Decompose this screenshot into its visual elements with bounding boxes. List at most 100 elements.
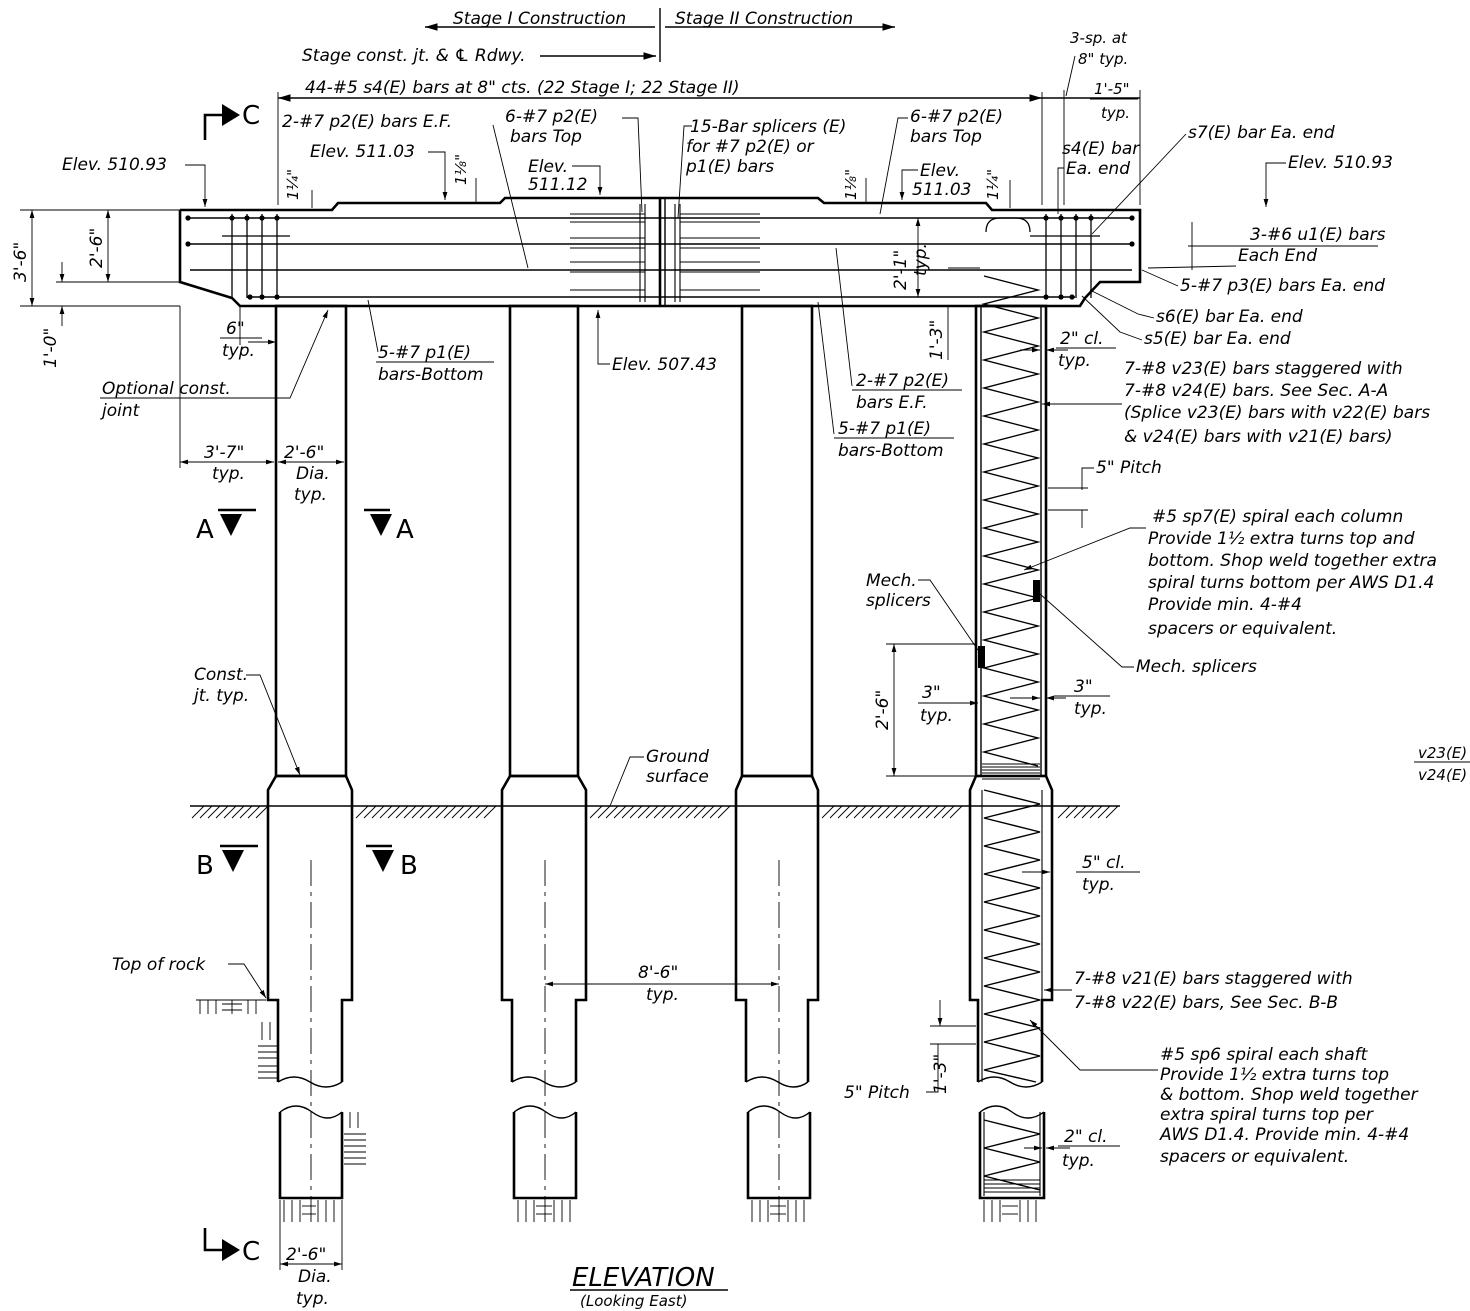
p1-right-2: bars-Bottom <box>838 441 944 461</box>
dim-3-7-typ: typ. <box>212 464 245 484</box>
dim-2-6: 2'-6" <box>87 228 107 268</box>
column-annotations: 3'-7" typ. 2'-6" Dia. typ. Const. jt. ty… <box>179 306 1470 807</box>
p2-ef-right-2: bars E.F. <box>856 393 928 413</box>
sp7-line-2: Provide 1½ extra turns top and <box>1148 529 1415 549</box>
elev-mid-left: Elev. 511.03 <box>310 142 415 162</box>
dim-8-6-typ: typ. <box>646 985 679 1005</box>
elev-mid-right-2: 511.03 <box>912 180 971 200</box>
sp6-line-2: Provide 1½ extra turns top <box>1160 1065 1389 1085</box>
dim-1-5-typ: typ. <box>1101 104 1130 122</box>
cl-5-typ: typ. <box>1082 875 1115 895</box>
const-jt-1: Const. <box>194 665 248 685</box>
sp7-line-4: spiral turns bottom per AWS D1.4 <box>1148 573 1434 593</box>
shaft-bars <box>981 790 1043 1196</box>
pitch-5-bottom: 5" Pitch <box>844 1083 910 1103</box>
u1-label-2: Each End <box>1238 246 1317 266</box>
sp7-line-5: Provide min. 4-#4 <box>1148 595 1302 615</box>
cap-beam <box>178 196 1142 308</box>
v23-line-1: 7-#8 v23(E) bars staggered with <box>1124 359 1403 379</box>
stage-header: Stage I Construction Stage II Constructi… <box>302 8 895 66</box>
p1-right-1: 5-#7 p1(E) <box>838 419 931 439</box>
col-dia-1: 2'-6" <box>284 443 324 463</box>
dim-3-6: 3'-6" <box>11 242 31 282</box>
section-c-bottom-marker: C <box>203 1228 260 1267</box>
p2-top-right-2: bars Top <box>910 127 982 147</box>
dim-2-1: 2'-1" <box>891 250 911 290</box>
dim-2-6-v: 2'-6" <box>873 690 893 730</box>
sp6-line-4: extra spiral turns top per <box>1160 1105 1374 1125</box>
u1-label-1: 3-#6 u1(E) bars <box>1250 225 1386 245</box>
dim-8-6: 8'-6" <box>638 963 678 983</box>
col-dia-2: Dia. <box>296 464 330 484</box>
cl-2-top: 2" cl. <box>1060 329 1104 349</box>
const-jt-2: jt. typ. <box>192 686 249 706</box>
column-spiral <box>981 275 1041 767</box>
dim-1-8-a: 1⅛" <box>452 154 470 185</box>
mech-splicer-left <box>978 646 985 668</box>
dim-3-right-typ: typ. <box>1074 699 1107 719</box>
shaft-dim-1-3: 1'-3" <box>931 1054 951 1094</box>
dim-3-right: 3" <box>1074 677 1093 697</box>
s4-bars-label: 44-#5 s4(E) bars at 8" cts. (22 Stage I;… <box>305 78 740 98</box>
sp7-line-1: #5 sp7(E) spiral each column <box>1152 507 1403 527</box>
shaft-dia-2: Dia. <box>298 1267 332 1287</box>
dim-3-left-typ: typ. <box>920 706 953 726</box>
sp6-line-6: spacers or equivalent. <box>1160 1147 1349 1167</box>
dim-1-4-b: 1¼" <box>984 169 1002 200</box>
s4-end-2: Ea. end <box>1066 159 1130 179</box>
shaft-dia-1: 2'-6" <box>286 1245 326 1265</box>
mech-left-1: Mech. <box>866 571 917 591</box>
cap-annotations: Elev. 510.93 Elev. 511.03 Elev. 511.12 2… <box>11 107 1393 461</box>
dim-2-1-typ: typ. <box>911 243 931 276</box>
v23-line-2: 7-#8 v24(E) bars. See Sec. A-A <box>1124 381 1388 401</box>
v23-line-3: (Splice v23(E) bars with v22(E) bars <box>1124 403 1430 423</box>
partial-label-2: v24(E) <box>1418 766 1467 784</box>
stage2-label: Stage II Construction <box>675 9 853 29</box>
p2-top-right-1: 6-#7 p2(E) <box>910 107 1003 127</box>
section-b-left-letter: B <box>196 851 214 881</box>
dim-1-3: 1'-3" <box>927 320 947 360</box>
v21-line-2: 7-#8 v22(E) bars, See Sec. B-B <box>1074 993 1338 1013</box>
mech-splicer-right <box>1033 580 1040 602</box>
title-sub: (Looking East) <box>580 1292 687 1310</box>
section-c-top-marker: C <box>203 101 260 140</box>
p2-ef-right-1: 2-#7 p2(E) <box>856 371 949 391</box>
sp6-line-5: AWS D1.4. Provide min. 4-#4 <box>1159 1125 1409 1145</box>
p1-left-1: 5-#7 p1(E) <box>378 343 471 363</box>
v21-line-1: 7-#8 v21(E) bars staggered with <box>1074 969 1353 989</box>
section-b-markers: B B <box>196 844 418 881</box>
section-c-top-letter: C <box>242 101 260 131</box>
ground-2: surface <box>646 767 709 787</box>
section-a-right-letter: A <box>396 515 414 545</box>
elev-mid-right-1: Elev. <box>920 161 960 181</box>
section-a-left-letter: A <box>196 515 214 545</box>
sp6-line-3: & bottom. Shop weld together <box>1160 1085 1419 1105</box>
s4-bars-dimension: 44-#5 s4(E) bars at 8" cts. (22 Stage I;… <box>277 29 1141 205</box>
title-main: ELEVATION <box>572 1263 715 1293</box>
cl-5: 5" cl. <box>1082 853 1126 873</box>
s4-end-1: s4(E) bar <box>1062 139 1140 159</box>
sp7-line-3: bottom. Shop weld together extra <box>1148 551 1437 571</box>
p1-left-2: bars-Bottom <box>378 365 484 385</box>
stage-joint-label: Stage const. jt. & ℄ Rdwy. <box>302 46 526 66</box>
p3-label: 5-#7 p3(E) bars Ea. end <box>1180 276 1385 296</box>
dim-1-8-b: 1⅛" <box>842 169 860 200</box>
cl-2-top-typ: typ. <box>1058 351 1091 371</box>
shaft-spiral-lower <box>983 1119 1041 1191</box>
dim-1-0: 1'-0" <box>41 328 61 368</box>
mech-right: Mech. splicers <box>1136 657 1257 677</box>
p2-top-left-1: 6-#7 p2(E) <box>505 107 598 127</box>
p2-ef-label: 2-#7 p2(E) bars E.F. <box>282 112 452 132</box>
opt-joint-2: joint <box>100 401 141 421</box>
top-of-rock: Top of rock <box>112 955 206 975</box>
pitch-5-top: 5" Pitch <box>1096 458 1162 478</box>
sp3-label-1: 3-sp. at <box>1070 29 1128 47</box>
drawing-title: ELEVATION (Looking East) <box>570 1263 728 1310</box>
partial-label-1: v23(E) <box>1418 744 1467 762</box>
elev-end-right: Elev. 510.93 <box>1288 153 1393 173</box>
elev-center-1: Elev. <box>528 157 568 177</box>
dim-1-4-a: 1¼" <box>284 169 302 200</box>
col-dia-3: typ. <box>294 485 327 505</box>
shaft-spiral <box>983 789 1041 1083</box>
